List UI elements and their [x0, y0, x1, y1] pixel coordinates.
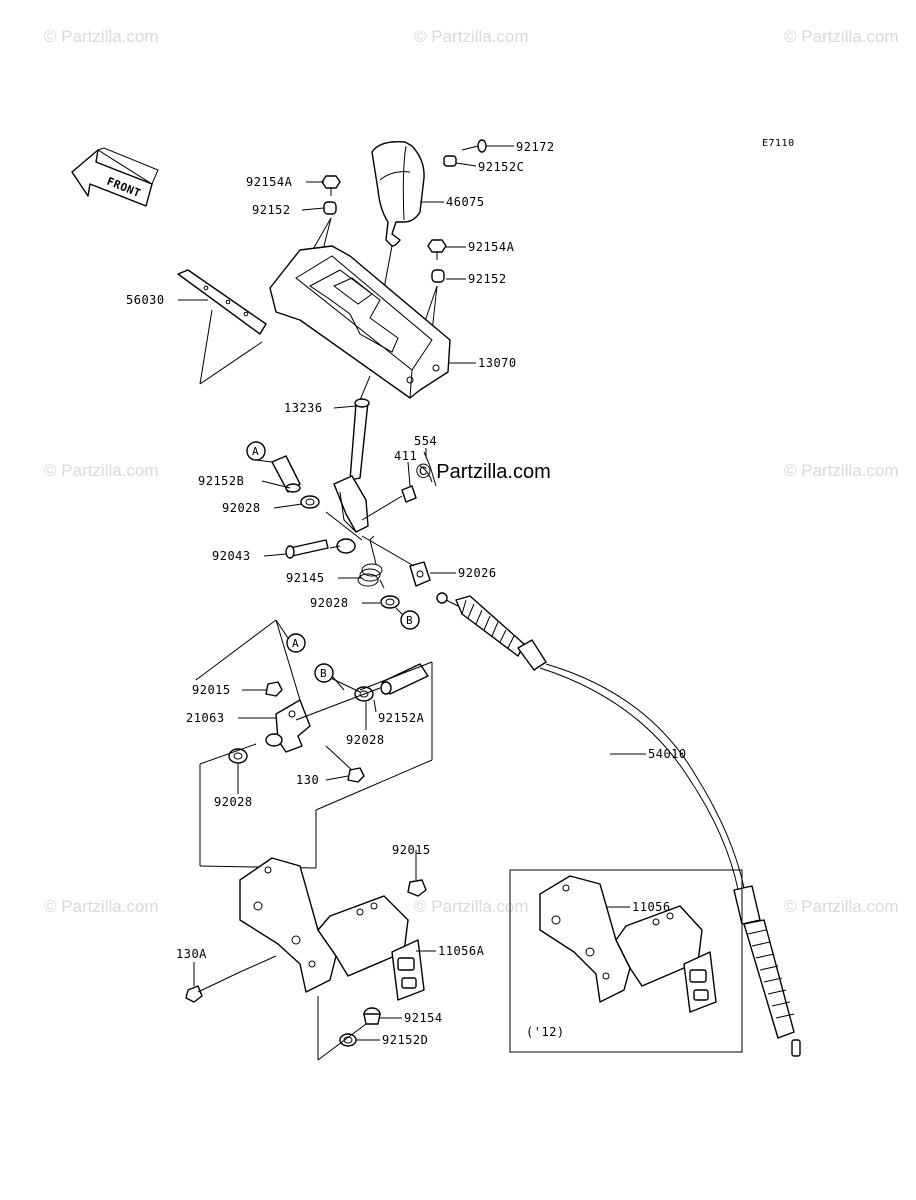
collar-92152b — [271, 455, 301, 493]
collar-92152-right — [431, 269, 445, 283]
part-label: 54010 — [648, 747, 687, 761]
bushing-92028-d — [228, 748, 248, 764]
figure-code: E7110 — [762, 138, 795, 149]
lever-leaders — [325, 495, 415, 567]
watermark: © Partzilla.com — [44, 897, 159, 916]
collar-near-lever — [336, 538, 356, 554]
lower-leaders — [195, 619, 433, 869]
callout-a-lower: A — [275, 619, 306, 653]
callout-b-upper: B — [395, 607, 420, 630]
part-label: 92154A — [246, 175, 293, 189]
callout-b-text: B — [320, 667, 327, 680]
watermark: © Partzilla.com — [784, 461, 899, 480]
bushing-92028-a — [300, 495, 320, 509]
watermark: © Partzilla.com — [44, 461, 159, 480]
watermark: © Partzilla.com — [414, 897, 529, 916]
bolt-92154 — [363, 1007, 381, 1025]
collar-92152-top — [323, 201, 337, 215]
callout-a-text: A — [292, 637, 299, 650]
clamp-92026 — [409, 561, 431, 587]
part-label: 92028 — [222, 501, 261, 515]
bracket-56030 — [177, 269, 267, 335]
collar-92152d — [339, 1033, 357, 1047]
inset-box — [509, 869, 743, 1053]
bracket-leaders — [317, 996, 367, 1061]
part-label: 92028 — [214, 795, 253, 809]
part-label: 56030 — [126, 293, 165, 307]
part-label: 92172 — [516, 140, 555, 154]
label-leaders — [178, 145, 646, 1041]
part-label: 13236 — [284, 401, 323, 415]
part-label: 92145 — [286, 571, 325, 585]
part-label: 92028 — [310, 596, 349, 610]
mount-bracket-11056a — [239, 857, 425, 1001]
shift-cable — [436, 592, 801, 1057]
collar-92152c — [443, 155, 457, 167]
bracket-21063 — [265, 699, 311, 753]
part-label: 554 — [414, 434, 437, 448]
front-arrow-icon: FRONT — [71, 147, 159, 207]
part-label: 92028 — [346, 733, 385, 747]
shift-console — [269, 245, 451, 399]
mount-bracket-11056 — [539, 875, 717, 1013]
part-label: 92152B — [198, 474, 244, 488]
pin-92043 — [285, 539, 329, 559]
bolt-130a — [185, 955, 277, 1003]
part-label: 92043 — [212, 549, 251, 563]
part-label: 92015 — [392, 843, 431, 857]
watermark: © Partzilla.com — [784, 897, 899, 916]
part-label: 92152 — [252, 203, 291, 217]
callout-a-upper: A — [246, 441, 273, 463]
washer-411 — [401, 485, 417, 503]
bolt-130 — [325, 745, 365, 783]
shift-lever — [333, 398, 370, 533]
bolt-92154a-right — [427, 239, 447, 260]
bolt-92154a-top — [321, 175, 341, 196]
watermark: © Partzilla.com — [414, 27, 529, 46]
part-label: 92152C — [478, 160, 524, 174]
part-labels: 92172 92152C 92154A 92152 46075 92154A 9… — [126, 140, 687, 1047]
inset-note: ('12) — [526, 1025, 565, 1039]
spring-92145 — [357, 535, 385, 589]
callout-a-text: A — [252, 445, 259, 458]
callout-b-text: B — [406, 614, 413, 627]
collar-92152a — [380, 663, 429, 695]
part-label: 92154 — [404, 1011, 443, 1025]
watermark: © Partzilla.com — [784, 27, 899, 46]
part-label: 411 — [394, 449, 417, 463]
part-label: 92152 — [468, 272, 507, 286]
part-label: 11056 — [632, 900, 671, 914]
callout-b-lower: B — [314, 663, 345, 691]
bushing-92028-b — [380, 595, 400, 609]
nut-92015-b — [407, 866, 427, 897]
part-label: 21063 — [186, 711, 225, 725]
part-label: 130A — [176, 947, 207, 961]
part-label: 92152A — [378, 711, 425, 725]
part-label: 13070 — [478, 356, 517, 370]
part-label: 46075 — [446, 195, 485, 209]
shift-knob — [371, 141, 425, 247]
watermark: © Partzilla.com — [44, 27, 159, 46]
bolt-92172 — [461, 139, 487, 153]
center-watermark: © Partzilla.com — [416, 461, 551, 483]
part-label: 130 — [296, 773, 319, 787]
part-label: 92026 — [458, 566, 497, 580]
part-label: 92154A — [468, 240, 515, 254]
part-label: 92152D — [382, 1033, 428, 1047]
watermarks: © Partzilla.com © Partzilla.com © Partzi… — [44, 27, 899, 916]
nut-92015-a — [265, 681, 283, 697]
part-label: 92015 — [192, 683, 231, 697]
part-label: 11056A — [438, 944, 485, 958]
